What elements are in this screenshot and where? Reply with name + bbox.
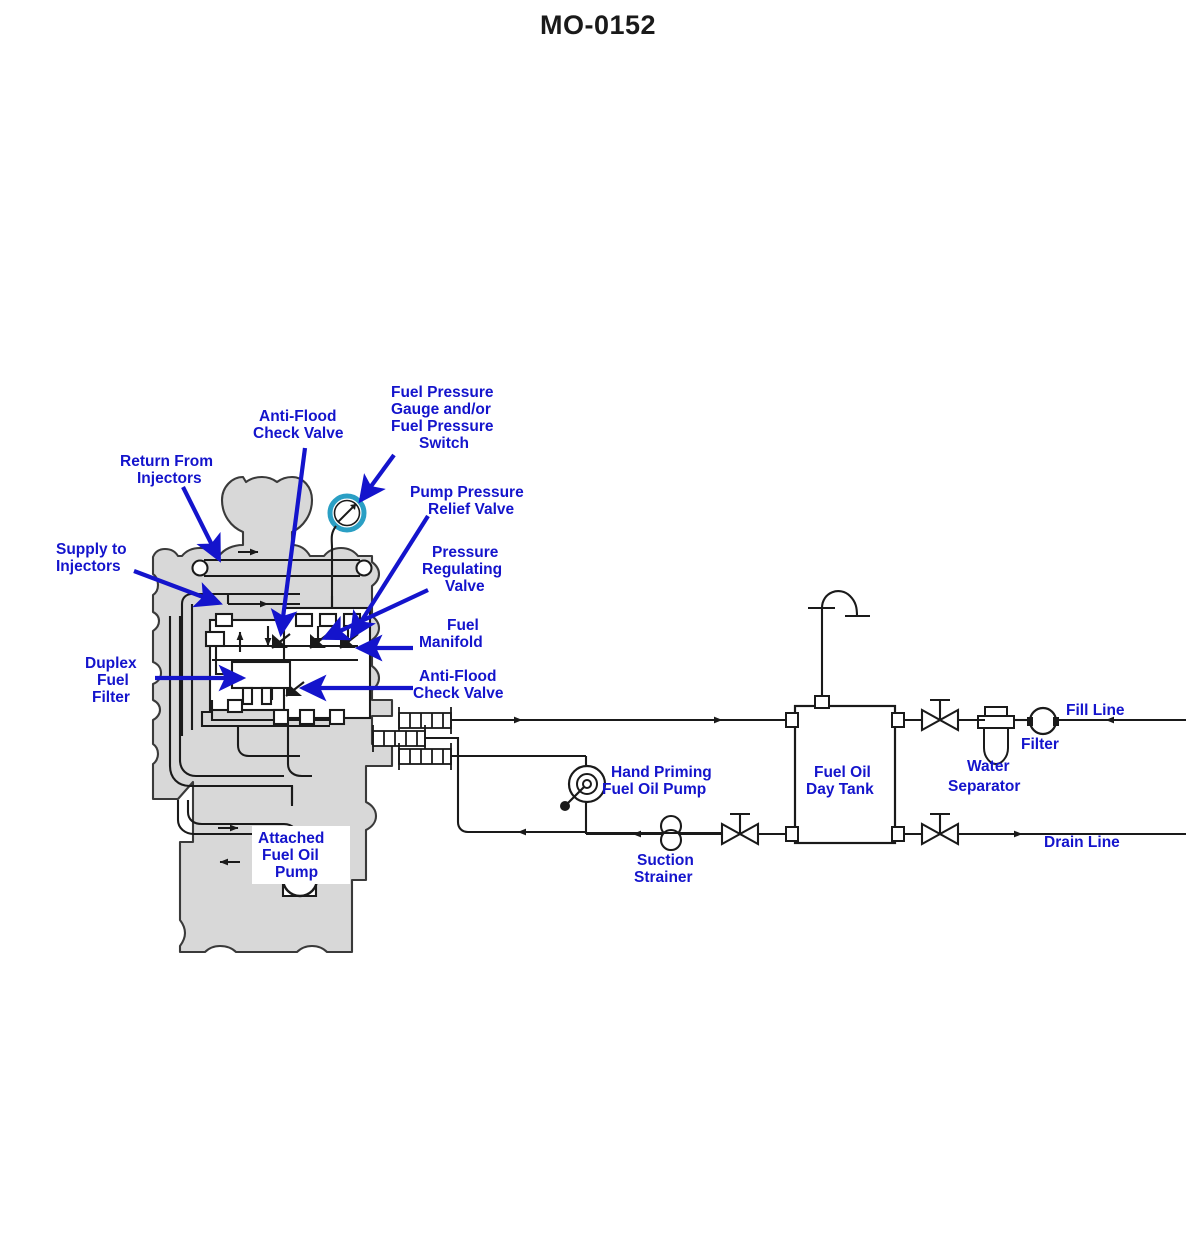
- fuel-oil-day-tank: [785, 695, 905, 845]
- label-anti-flood-check-valve-bottom: Anti-Flood Check Valve: [413, 668, 504, 702]
- engine-lower-piping: [168, 616, 346, 804]
- label-line: Fuel Oil: [262, 847, 319, 864]
- leader-relief-valve: [349, 514, 430, 640]
- label-line: Fill Line: [1066, 702, 1125, 719]
- label-line: Water: [967, 758, 1010, 775]
- label-line: Pump: [275, 864, 318, 881]
- label-line: Pressure: [432, 544, 499, 561]
- leader-anti-flood-top: [270, 447, 308, 638]
- valve-tank-out: [720, 812, 760, 846]
- page-title: MO-0152: [539, 10, 657, 40]
- label-line: Manifold: [419, 634, 483, 651]
- label-drain-line: Drain Line: [1044, 834, 1120, 851]
- valve-drain: [920, 812, 960, 846]
- label-anti-flood-check-valve-top: Anti-Flood Check Valve: [253, 408, 344, 442]
- label-line: Valve: [445, 578, 485, 595]
- label-line: Fuel Pressure: [391, 384, 494, 401]
- leader-arrows: [133, 447, 430, 702]
- water-separator: [977, 706, 1015, 766]
- label-duplex-fuel-filter: Duplex Fuel Filter: [85, 655, 137, 706]
- label-fuel-oil-day-tank: Fuel Oil Day Tank: [806, 764, 874, 798]
- label-line: Switch: [419, 435, 469, 452]
- label-line: Fuel Oil: [814, 764, 871, 781]
- label-line: Regulating: [422, 561, 502, 578]
- label-line: Filter: [1021, 736, 1059, 753]
- leader-supply-to-injectors: [133, 569, 223, 608]
- leader-return-from-injectors: [181, 486, 221, 563]
- leader-gauge: [358, 453, 396, 504]
- label-line: Hand Priming: [611, 764, 712, 781]
- label-line: Drain Line: [1044, 834, 1120, 851]
- label-line: Attached: [258, 830, 324, 847]
- label-line: Anti-Flood: [259, 408, 336, 425]
- label-line: Injectors: [56, 558, 121, 575]
- engine-flow-arrows-lower: [218, 824, 240, 866]
- label-line: Fuel: [97, 672, 129, 689]
- label-line: Anti-Flood: [419, 668, 496, 685]
- label-fuel-manifold: Fuel Manifold: [419, 617, 483, 651]
- label-line: Suction: [637, 852, 694, 869]
- label-hand-priming-fuel-oil-pump: Hand Priming Fuel Oil Pump: [602, 764, 712, 798]
- label-pump-pressure-relief-valve: Pump Pressure Relief Valve: [410, 484, 524, 518]
- label-suction-strainer: Suction Strainer: [634, 852, 694, 886]
- label-water-separator: Water Separator: [948, 758, 1020, 795]
- valve-tank-fill: [920, 698, 960, 732]
- label-line: Check Valve: [413, 685, 504, 702]
- fuel-pressure-gauge: [327, 493, 367, 628]
- label-line: Fuel Oil Pump: [602, 781, 706, 798]
- label-line: Relief Valve: [428, 501, 515, 518]
- hand-priming-fuel-oil-pump: [560, 764, 607, 811]
- label-line: Fuel Pressure: [391, 418, 494, 435]
- label-fill-line: Fill Line: [1066, 702, 1125, 719]
- label-supply-to-injectors: Supply to Injectors: [56, 541, 127, 575]
- label-line: Injectors: [137, 470, 202, 487]
- label-line: Gauge and/or: [391, 401, 491, 418]
- label-line: Fuel: [447, 617, 479, 634]
- label-fuel-pressure-gauge-switch: Fuel Pressure Gauge and/or Fuel Pressure…: [391, 384, 494, 452]
- label-line: Duplex: [85, 655, 137, 672]
- label-return-from-injectors: Return From Injectors: [120, 453, 213, 487]
- suction-strainer: [659, 814, 683, 852]
- label-fill-filter: Filter: [1021, 736, 1059, 753]
- label-line: Pump Pressure: [410, 484, 524, 501]
- label-line: Return From: [120, 453, 213, 470]
- tank-vent-gooseneck: [808, 590, 870, 696]
- fill-line-filter: [1027, 706, 1059, 736]
- label-line: Check Valve: [253, 425, 344, 442]
- label-line: Separator: [948, 778, 1020, 795]
- label-line: Filter: [92, 689, 130, 706]
- label-attached-fuel-oil-pump: Attached Fuel Oil Pump: [252, 826, 350, 884]
- label-pressure-regulating-valve: Pressure Regulating Valve: [422, 544, 502, 595]
- label-line: Strainer: [634, 869, 693, 886]
- tank-suction-pipe: [586, 831, 786, 836]
- label-line: Day Tank: [806, 781, 874, 798]
- leader-pressure-regulating: [321, 588, 429, 641]
- label-line: Supply to: [56, 541, 127, 558]
